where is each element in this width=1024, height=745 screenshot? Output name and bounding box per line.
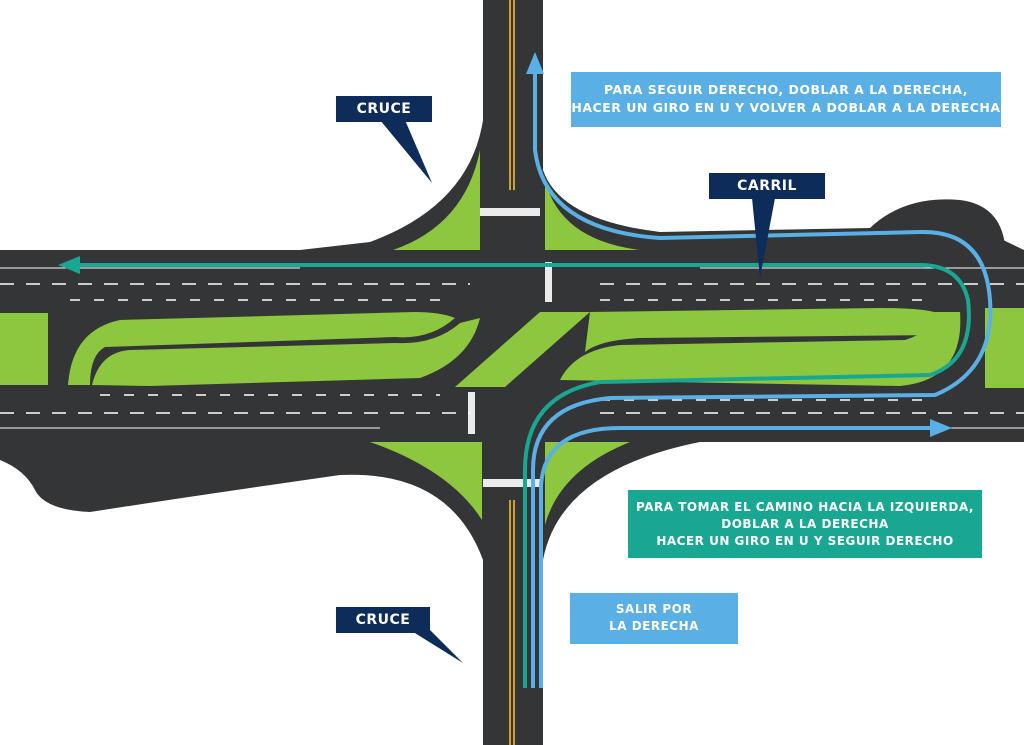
callout-left-turn-line3: HACER UN GIRO EN U Y SEGUIR DERECHO xyxy=(656,534,954,548)
callout-exit-right: SALIR POR LA DERECHA xyxy=(570,593,738,644)
island-bottom-left xyxy=(370,442,482,520)
crosswalk-bottom xyxy=(483,479,543,487)
crosswalk-top xyxy=(480,208,540,216)
island-top-left xyxy=(393,150,480,250)
route-light-blue-arrowhead-right xyxy=(930,419,952,437)
center-line xyxy=(509,0,515,745)
route-teal-path xyxy=(70,263,971,688)
crosswalk-center-bottom xyxy=(468,392,475,434)
median-left-lower xyxy=(92,318,480,386)
pointer-cruce-top xyxy=(380,120,432,183)
callout-left-turn-line2: DOBLAR A LA DERECHA xyxy=(721,517,889,531)
median-left xyxy=(0,313,48,385)
route-teal-arrowhead xyxy=(58,256,80,274)
callout-left-turn-line1: PARA TOMAR EL CAMINO HACIA LA IZQUIERDA, xyxy=(636,500,974,514)
pointer-carril xyxy=(752,198,775,278)
label-cruce-bottom: CRUCE xyxy=(336,607,430,633)
lane-markings xyxy=(0,267,1024,429)
crosswalks xyxy=(468,208,552,487)
median-right-upper xyxy=(585,308,945,352)
median-left-upper xyxy=(68,312,455,385)
medians xyxy=(0,150,1024,525)
route-light-blue-path xyxy=(531,60,993,688)
crosswalk-center-top xyxy=(545,262,552,302)
route-light-blue-arrowhead-top xyxy=(526,52,544,74)
median-center xyxy=(455,312,590,387)
median-right-lower xyxy=(560,312,961,386)
callout-left-turn: PARA TOMAR EL CAMINO HACIA LA IZQUIERDA,… xyxy=(628,490,982,558)
label-carril: CARRIL xyxy=(709,173,825,199)
island-top-right xyxy=(545,180,640,250)
island-bottom-right xyxy=(545,442,630,525)
pointer-cruce-bottom xyxy=(410,630,463,663)
route-light-blue-exit-path xyxy=(539,426,938,688)
label-cruce-top: CRUCE xyxy=(336,96,432,122)
callout-go-straight-line2: HACER UN GIRO EN U Y VOLVER A DOBLAR A L… xyxy=(571,100,1001,115)
callout-exit-right-line2: LA DERECHA xyxy=(609,619,699,633)
callout-exit-right-line1: SALIR POR xyxy=(615,602,693,616)
callout-go-straight-line1: PARA SEGUIR DERECHO, DOBLAR A LA DERECHA… xyxy=(603,82,969,97)
callout-go-straight: PARA SEGUIR DERECHO, DOBLAR A LA DERECHA… xyxy=(571,72,1001,127)
